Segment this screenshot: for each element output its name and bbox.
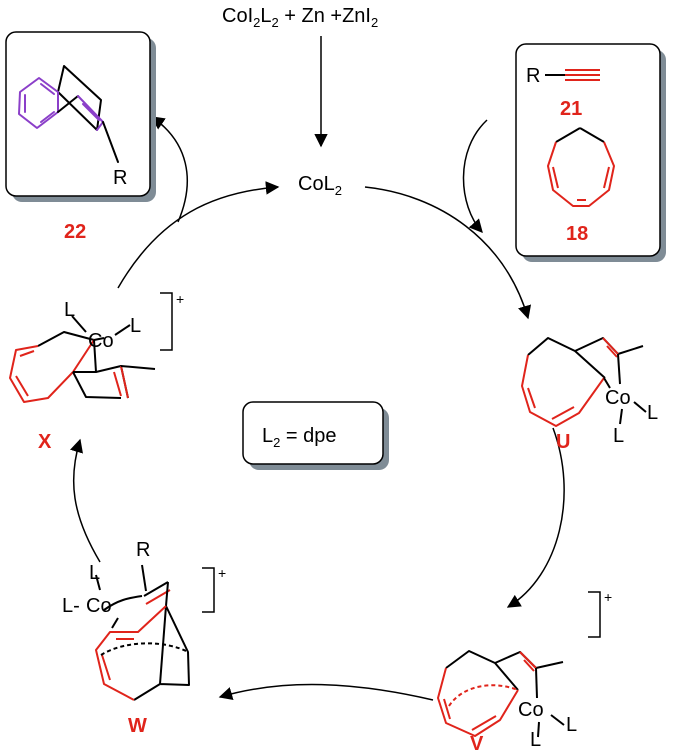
cycle-arrow-u-to-v — [506, 427, 565, 608]
substrates-box: R 21 18 — [515, 43, 666, 262]
compound-22-label: 22 — [64, 221, 86, 243]
intermediate-u-ligand-1: L — [647, 402, 658, 424]
alkyne-triple-bond — [565, 69, 600, 81]
intermediate-w-structure — [95, 564, 190, 701]
intermediate-u-structure — [521, 337, 647, 427]
alkyne-r-atom: R — [526, 65, 540, 87]
ligand-note-box: L2 = dpe — [242, 401, 389, 470]
cycle-arrow-v-to-w — [218, 683, 434, 701]
catalyst-label: CoL2 — [298, 173, 342, 198]
arrow-release-product-22 — [150, 116, 189, 223]
cycle-arrow-catalyst-to-u — [364, 186, 532, 320]
intermediate-v: Co L L V + — [437, 589, 612, 752]
intermediate-x-co-atom: Co — [88, 330, 114, 352]
intermediate-u-ligand-2: L — [613, 425, 624, 447]
cycloheptatriene-18-structure — [547, 127, 615, 207]
intermediate-x-ligand-1: L — [64, 299, 75, 321]
ligand-note-text: L2 = dpe — [262, 425, 337, 450]
intermediate-w-label: W — [128, 715, 147, 737]
intermediate-v-label: V — [470, 733, 484, 752]
intermediate-w-charge: + — [218, 565, 226, 581]
cycle-arrow-w-to-x — [70, 438, 101, 563]
intermediate-v-bracket — [588, 591, 601, 638]
intermediate-w-r-atom: R — [136, 539, 150, 561]
intermediate-v-charge: + — [604, 589, 612, 605]
arrow-substrates-in — [462, 119, 488, 234]
intermediate-x-charge: + — [176, 291, 184, 307]
reagents-label: CoI2L2 + Zn +ZnI2 — [222, 5, 378, 30]
intermediate-v-structure — [437, 650, 565, 738]
intermediate-v-ligand-2: L — [530, 729, 541, 751]
compound-21-label: 21 — [560, 98, 582, 120]
intermediate-x-label: X — [38, 431, 52, 453]
cycle-arrow-x-to-catalyst — [117, 181, 280, 289]
intermediate-v-ligand-1: L — [566, 714, 577, 736]
intermediate-w-bracket — [202, 567, 215, 613]
intermediate-x-structure — [9, 315, 156, 403]
product-22-box: R — [5, 31, 156, 202]
intermediate-x-ligand-2: L — [130, 315, 141, 337]
intermediate-w: R L L- Co W + — [62, 539, 226, 737]
compound-18-label: 18 — [566, 223, 588, 245]
intermediate-w-co-atom: Co — [86, 595, 112, 617]
intermediate-x-bracket — [160, 292, 173, 351]
intermediate-w-ligand-1: L — [89, 562, 100, 584]
intermediate-w-ligand-2: L- — [62, 595, 80, 617]
product-22-structure — [18, 65, 119, 163]
intermediate-u-co-atom: Co — [605, 387, 631, 409]
intermediate-v-co-atom: Co — [518, 699, 544, 721]
intermediate-x: L Co L X + — [9, 291, 184, 453]
intermediate-u: Co L L U — [521, 337, 658, 453]
intermediate-u-label: U — [556, 431, 570, 453]
product-22-r-atom: R — [113, 167, 127, 189]
